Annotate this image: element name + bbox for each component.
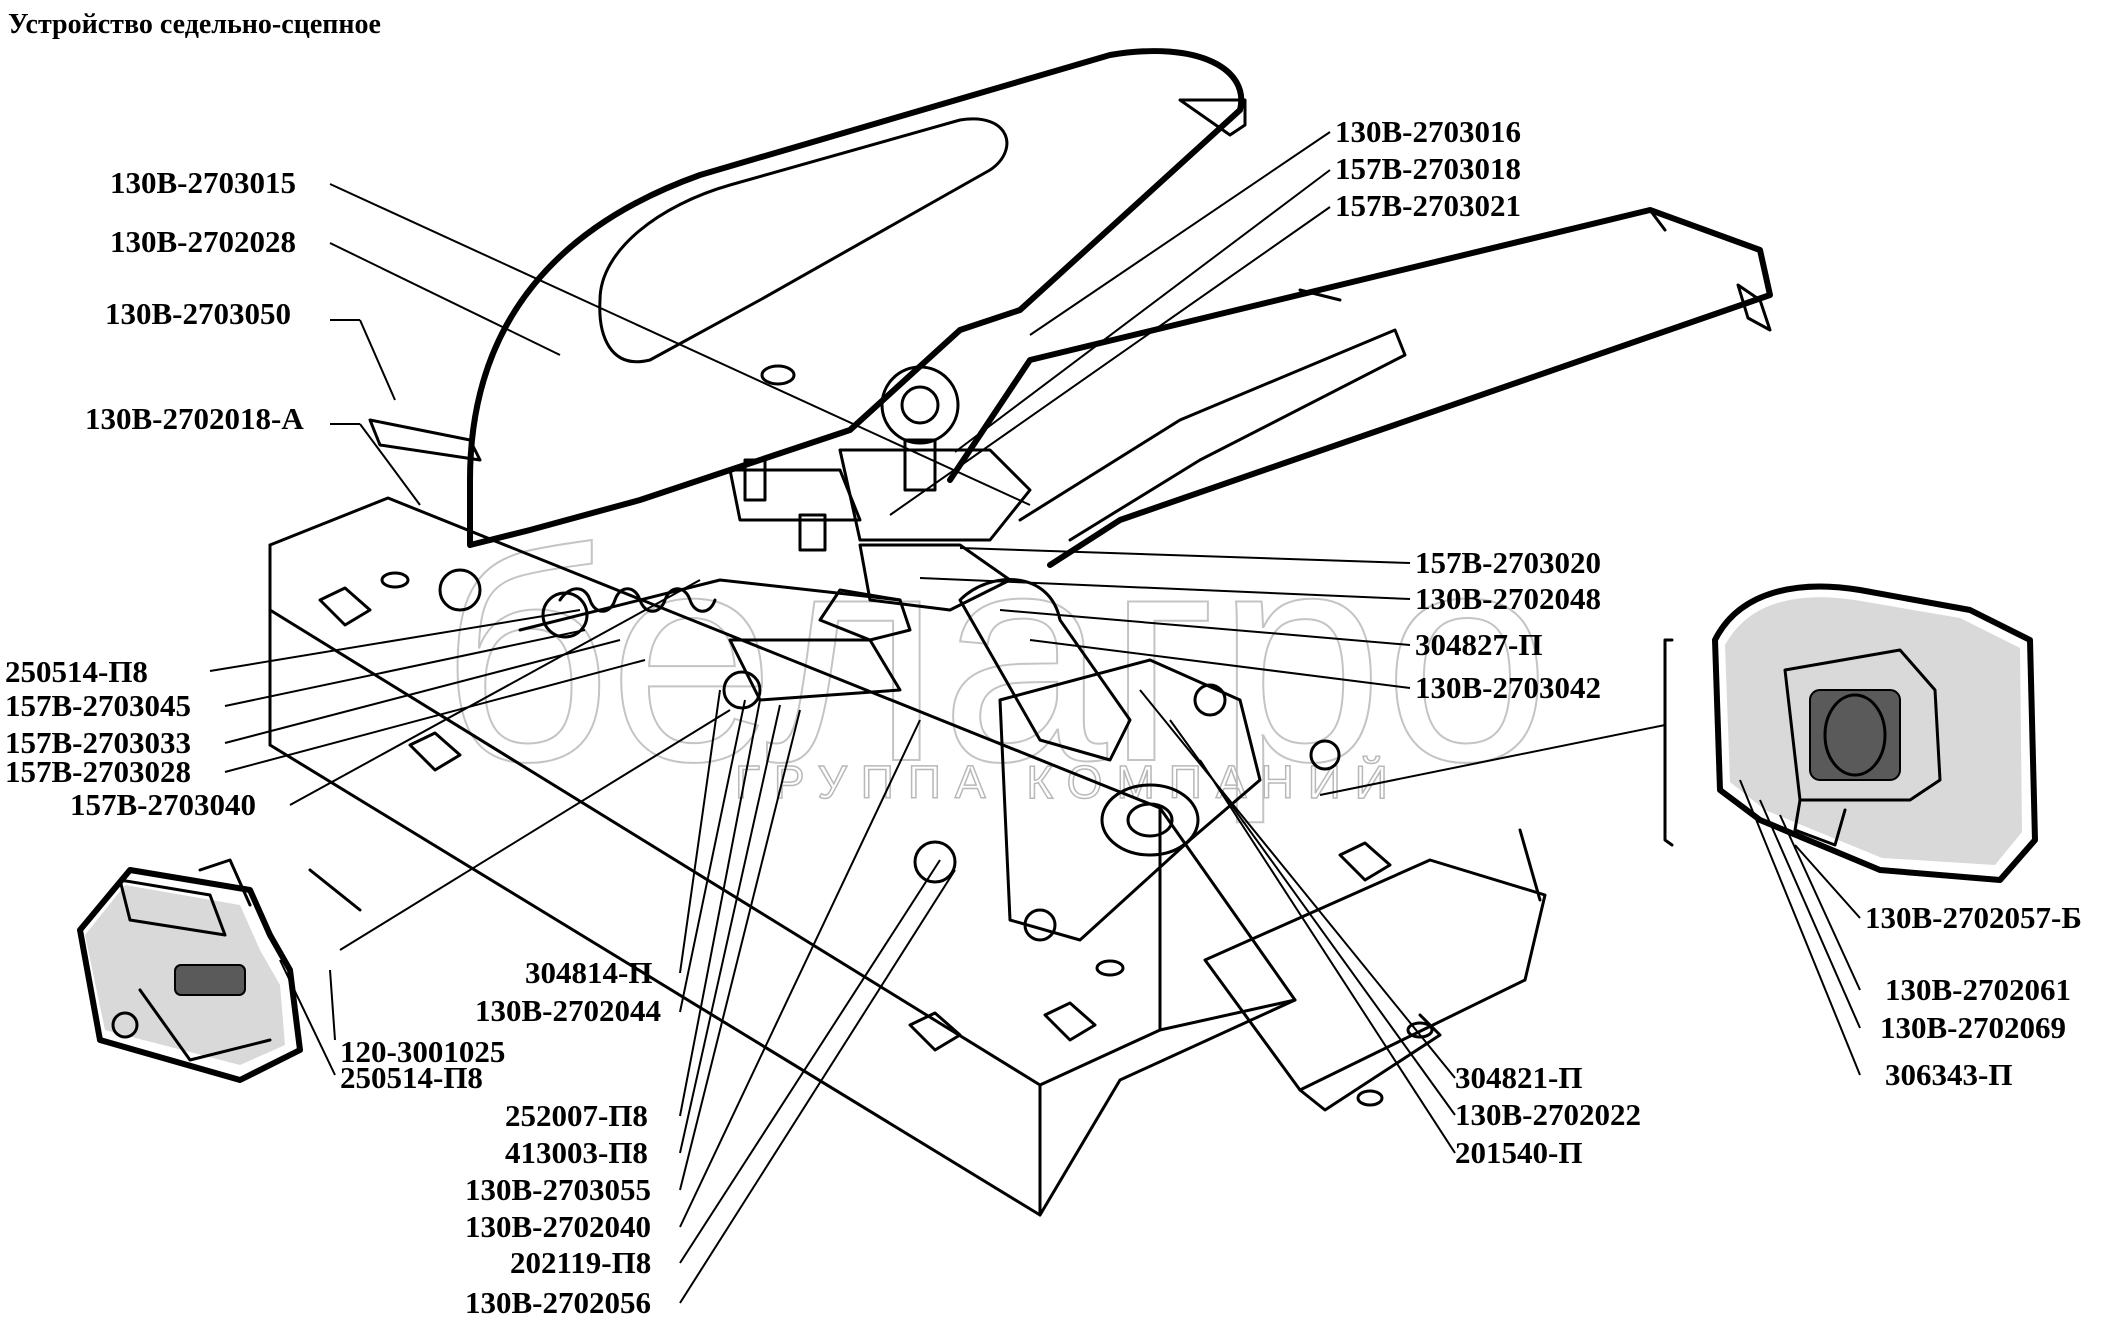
base-frame <box>268 496 1547 1217</box>
detail-inset-right <box>1663 583 2038 883</box>
label-304827-p: 304827-П <box>1415 627 1542 662</box>
label-250514-p8-bottom: 250514-П8 <box>340 1060 483 1095</box>
watermark-logo: белагро <box>440 488 1550 826</box>
watermark: белагро ГРУППА КОМПАНИЙ <box>439 487 1551 827</box>
label-130v-2703050: 130В-2703050 <box>105 296 291 331</box>
label-157v-2703028: 157В-2703028 <box>5 754 191 789</box>
label-413003-p8: 413003-П8 <box>505 1135 648 1170</box>
label-130v-2702056: 130В-2702056 <box>465 1285 651 1320</box>
label-157v-2703045: 157В-2703045 <box>5 688 191 723</box>
label-130v-2703016: 130В-2703016 <box>1335 114 1521 149</box>
coupling-mechanism <box>438 365 1341 942</box>
label-157v-2703021: 157В-2703021 <box>1335 188 1521 223</box>
label-120-3001025: 120-3001025 <box>340 1034 505 1069</box>
leader-lines <box>209 131 1861 1304</box>
label-130v-2702028: 130В-2702028 <box>110 224 296 259</box>
label-130v-2702069: 130В-2702069 <box>1880 1010 2066 1045</box>
part-labels: 130В-2703015 130В-2702028 130В-2703050 1… <box>5 114 2082 1320</box>
label-250514-p8-top: 250514-П8 <box>5 654 148 689</box>
label-130v-2702044: 130В-2702044 <box>475 993 661 1028</box>
page-title: Устройство седельно-сцепное <box>8 9 381 40</box>
main-assembly-drawing <box>268 48 1773 1217</box>
label-130v-2703015: 130В-2703015 <box>110 165 296 200</box>
label-130v-2703042: 130В-2703042 <box>1415 670 1601 705</box>
label-130v-2703055: 130В-2703055 <box>465 1172 651 1207</box>
label-306343-p: 306343-П <box>1885 1057 2012 1092</box>
detail-inset-left <box>77 858 362 1083</box>
label-130v-2702018-a: 130В-2702018-А <box>85 401 304 436</box>
label-157v-2703020: 157В-2703020 <box>1415 545 1601 580</box>
label-304821-p: 304821-П <box>1455 1060 1582 1095</box>
watermark-subtitle: ГРУППА КОМПАНИЙ <box>735 756 1402 808</box>
label-304814-p: 304814-П <box>525 955 652 990</box>
right-fork-horn <box>947 207 1773 568</box>
left-fork-horn <box>368 48 1247 548</box>
label-157v-2703018: 157В-2703018 <box>1335 151 1521 186</box>
label-130v-2702061: 130В-2702061 <box>1885 972 2071 1007</box>
label-130v-2702057-b: 130В-2702057-Б <box>1865 900 2082 935</box>
label-157v-2703040: 157В-2703040 <box>70 787 256 822</box>
label-252007-p8: 252007-П8 <box>505 1098 648 1133</box>
label-202119-p8: 202119-П8 <box>510 1245 651 1280</box>
label-130v-2702040: 130В-2702040 <box>465 1209 651 1244</box>
label-130v-2702048: 130В-2702048 <box>1415 581 1601 616</box>
label-201540-p: 201540-П <box>1455 1135 1582 1170</box>
label-130v-2702022: 130В-2702022 <box>1455 1097 1641 1132</box>
label-157v-2703033: 157В-2703033 <box>5 725 191 760</box>
